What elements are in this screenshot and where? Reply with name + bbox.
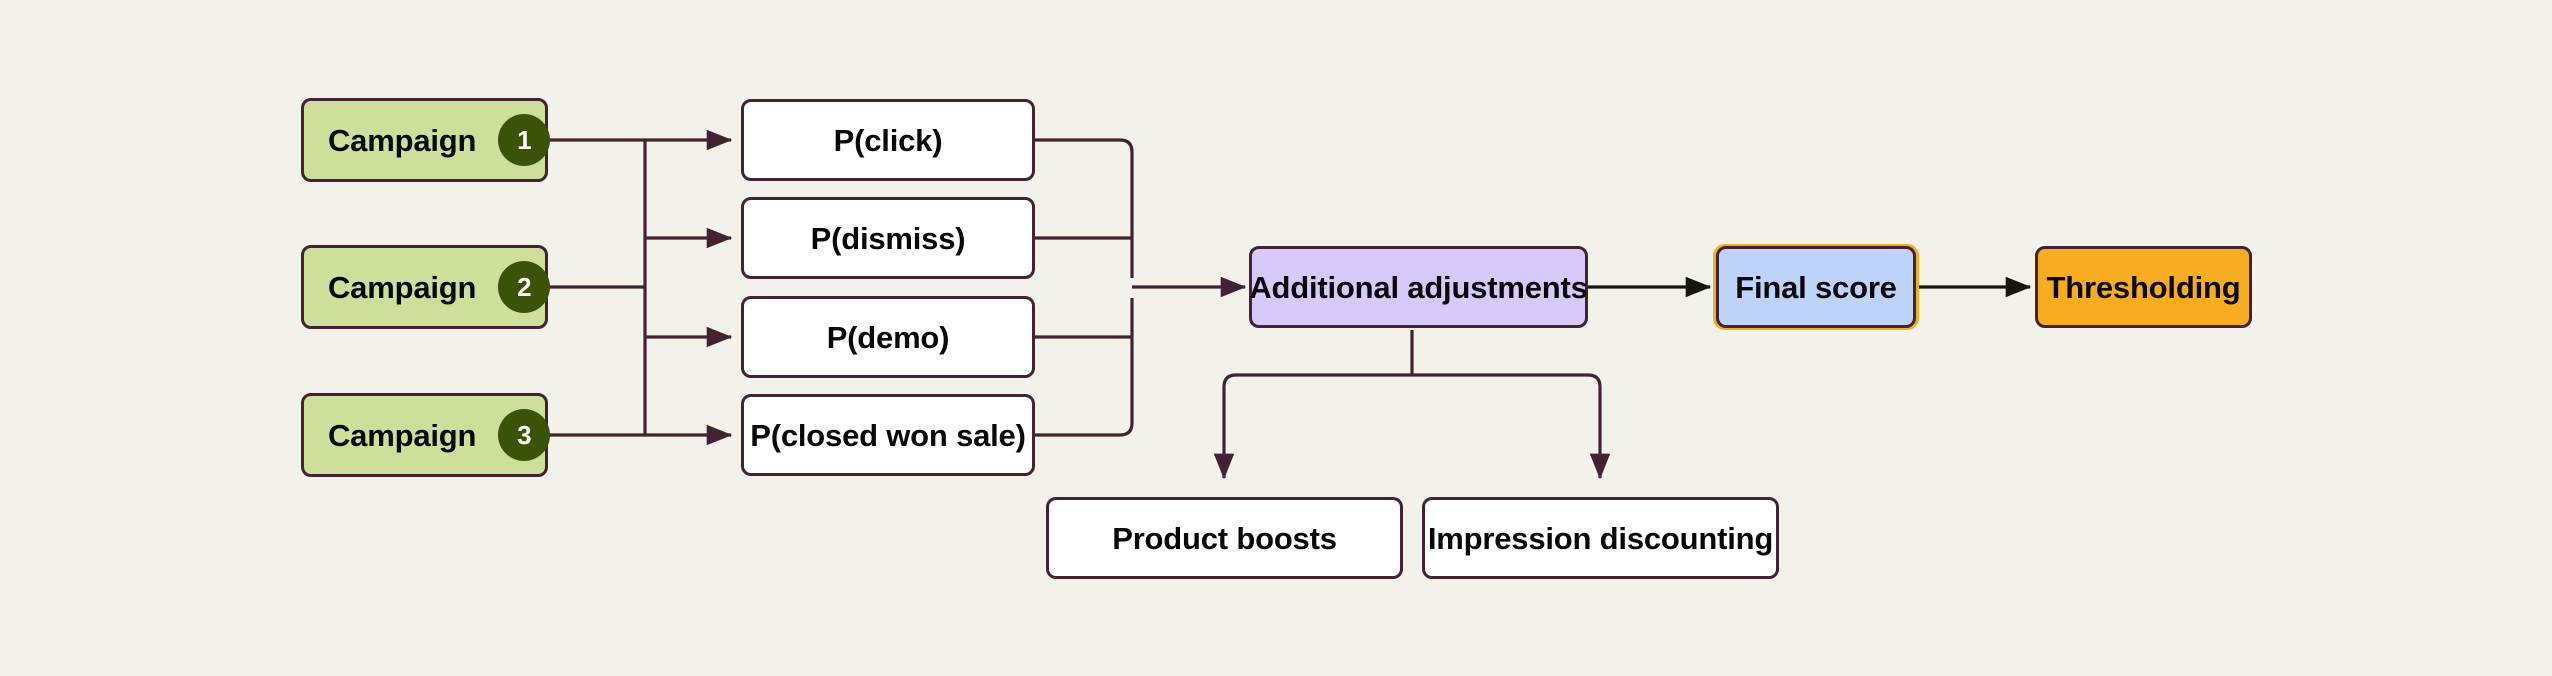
node-final-score[interactable]: Final score — [1716, 246, 1916, 328]
node-campaign-3[interactable]: Campaign 3 — [301, 393, 551, 477]
campaign-2-badge: 2 — [498, 261, 551, 313]
node-p-closed-won-sale[interactable]: P(closed won sale) — [741, 394, 1035, 476]
campaign-1-label: Campaign — [328, 122, 477, 158]
node-impression-discounting[interactable]: Impression discounting — [1422, 497, 1779, 579]
campaign-3-label: Campaign — [328, 417, 477, 453]
node-p-click[interactable]: P(click) — [741, 99, 1035, 181]
node-thresholding[interactable]: Thresholding — [2035, 246, 2252, 328]
node-campaign-2[interactable]: Campaign 2 — [301, 245, 551, 329]
node-product-boosts[interactable]: Product boosts — [1046, 497, 1403, 579]
campaign-2-label: Campaign — [328, 269, 477, 305]
campaign-3-badge: 3 — [498, 409, 551, 461]
node-campaign-1[interactable]: Campaign 1 — [301, 98, 551, 182]
edge-adjustments-to-impression-discounting — [1412, 373, 1611, 480]
node-p-dismiss[interactable]: P(dismiss) — [741, 197, 1035, 279]
edge-pclick-to-merge — [1035, 138, 1134, 278]
node-p-demo[interactable]: P(demo) — [741, 296, 1035, 378]
node-additional-adjustments[interactable]: Additional adjustments — [1249, 246, 1588, 328]
edge-pclosedwon-to-merge — [1035, 298, 1134, 437]
campaign-1-badge: 1 — [498, 114, 551, 166]
edge-adjustments-to-product-boosts — [1213, 373, 1412, 480]
